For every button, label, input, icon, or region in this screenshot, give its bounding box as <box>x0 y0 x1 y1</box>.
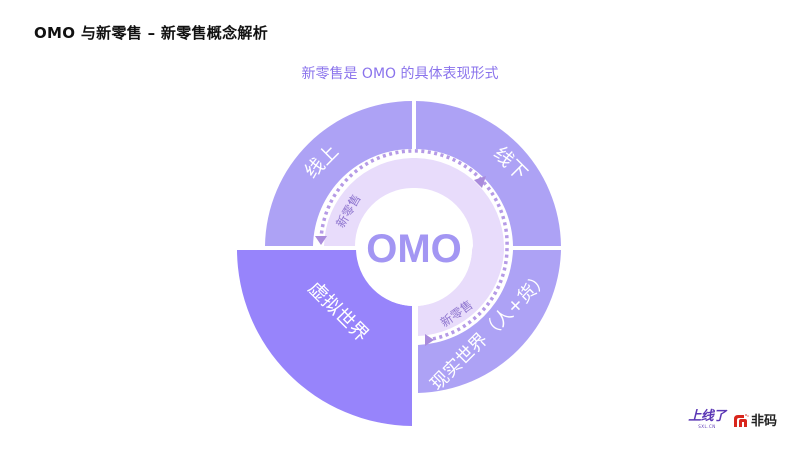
arrow-up-right-icon <box>474 176 486 188</box>
inner-ring <box>418 246 504 336</box>
logo-shangxianle-text: 上线了 <box>688 409 726 424</box>
segment-real-world <box>418 250 561 393</box>
inner-ring <box>412 158 504 246</box>
arrow-right-icon <box>425 334 434 346</box>
segment-online <box>265 101 412 246</box>
logo-feima: 非码 <box>733 410 777 429</box>
arrow-down-icon <box>315 236 327 245</box>
page-title: OMO 与新零售 – 新零售概念解析 <box>34 24 268 42</box>
feima-logo-icon <box>734 413 749 427</box>
segment-virtual-world <box>237 250 412 426</box>
logo-feima-text: 非码 <box>751 414 778 429</box>
center-circle <box>356 190 472 306</box>
logo-shangxianle: 上线了 SXL.CN <box>683 409 731 430</box>
diagram-subtitle: 新零售是 OMO 的具体表现形式 <box>301 66 499 82</box>
center-label: OMO <box>366 227 462 271</box>
segment-offline <box>416 101 561 246</box>
logo-shangxianle-sub: SXL.CN <box>698 424 716 429</box>
inner-ring <box>324 158 412 246</box>
